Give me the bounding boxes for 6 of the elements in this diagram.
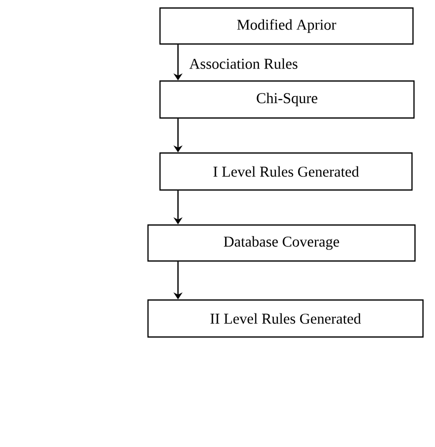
process-box: Modified Aprior xyxy=(159,7,414,45)
process-box: Database Coverage xyxy=(147,224,416,262)
edge-label: Association Rules xyxy=(189,58,298,69)
process-box: I Level Rules Generated xyxy=(159,152,413,191)
process-box: II Level Rules Generated xyxy=(147,299,424,338)
process-box: Chi-Squre xyxy=(159,80,415,119)
